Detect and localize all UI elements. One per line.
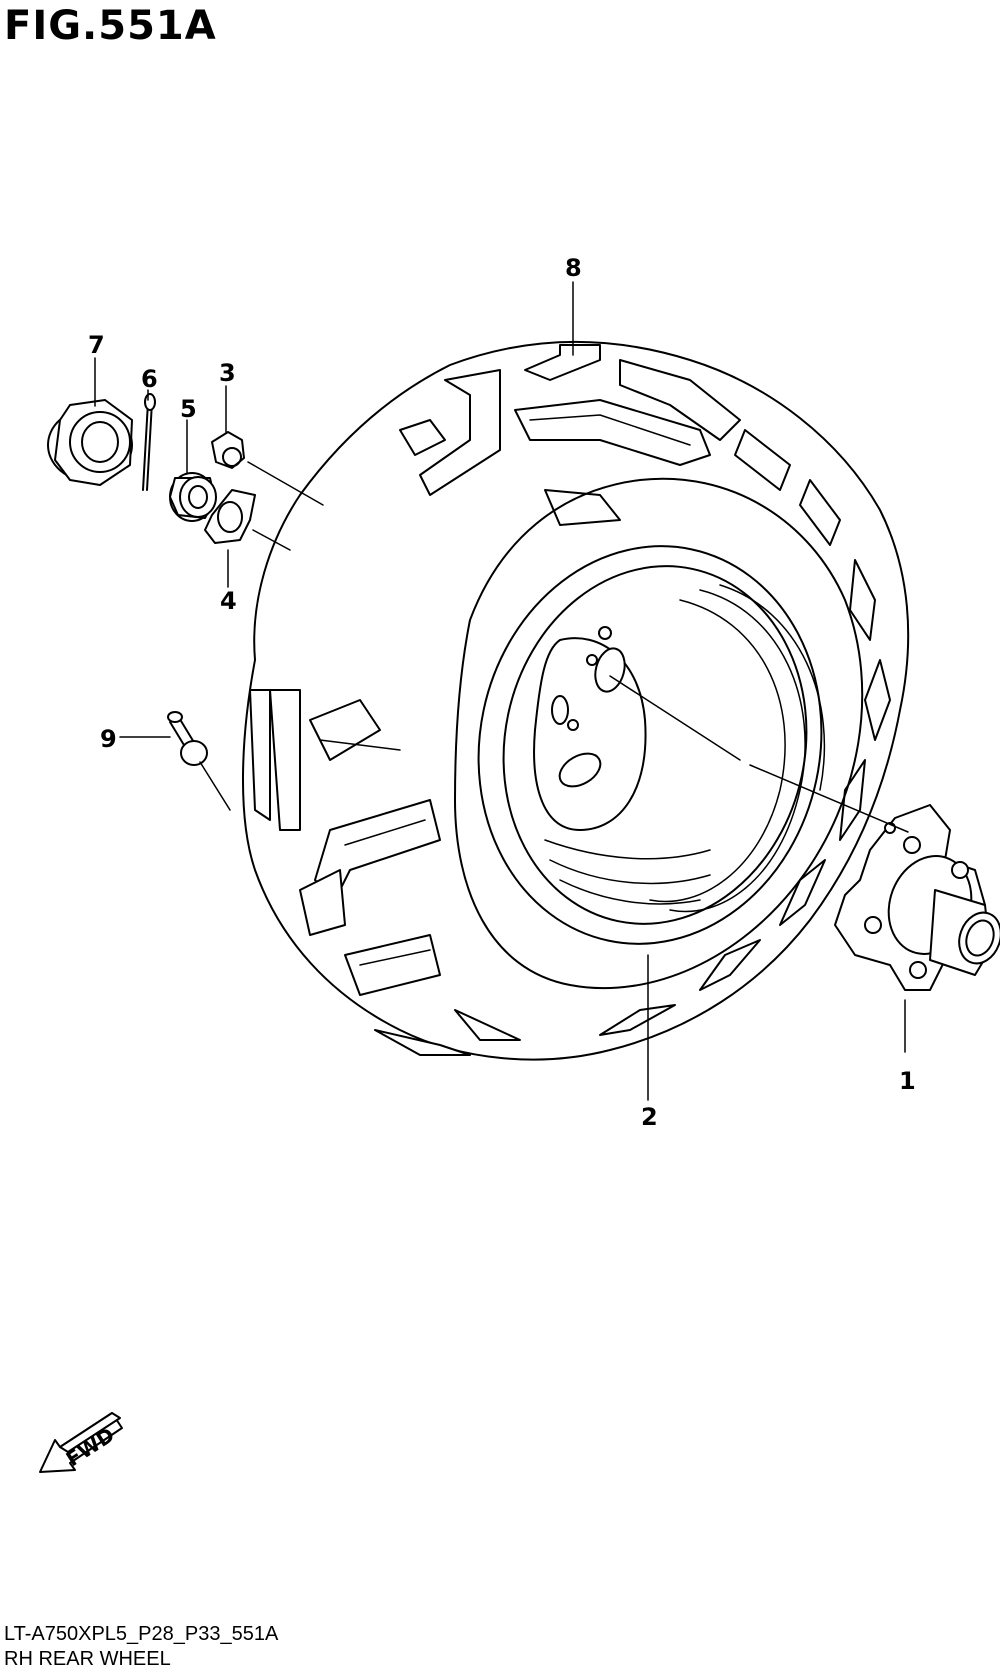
diagram-code: LT-A750XPL5_P28_P33_551A <box>4 1623 279 1645</box>
callout-8: 8 <box>565 254 582 282</box>
callout-numbers: 8 7 6 5 3 4 9 2 1 <box>88 254 916 1131</box>
callout-6: 6 <box>141 365 158 393</box>
cotter-pin-6 <box>142 393 156 491</box>
callout-1: 1 <box>899 1067 916 1095</box>
tire-wheel-assembly <box>242 340 910 1061</box>
tire-sidewall <box>454 477 864 990</box>
diagram-name: RH REAR WHEEL <box>4 1648 171 1670</box>
fwd-arrow: FWD <box>39 1412 123 1473</box>
leader-4-to-hub <box>252 529 291 551</box>
valve-stem-9 <box>167 711 208 766</box>
callout-5: 5 <box>180 395 197 423</box>
tire-tread <box>249 344 891 1056</box>
rim-barrel <box>544 584 826 913</box>
leader-9-to-tire <box>199 761 231 811</box>
leader-hub-line <box>609 675 909 833</box>
callout-3: 3 <box>219 359 236 387</box>
wheel-cap-7 <box>47 399 133 486</box>
leader-lines <box>94 281 909 1101</box>
callout-2: 2 <box>641 1103 658 1131</box>
washer-4 <box>204 489 256 544</box>
leader-3-to-hub <box>247 461 324 506</box>
callout-9: 9 <box>100 725 117 753</box>
figure-title: FIG.551A <box>4 3 217 49</box>
nut-3 <box>211 431 245 469</box>
callout-4: 4 <box>220 587 237 615</box>
wheel-hub <box>834 804 1000 991</box>
callout-7: 7 <box>88 331 105 359</box>
castle-nut-5 <box>169 472 217 522</box>
wheel-hub-center <box>533 626 647 831</box>
